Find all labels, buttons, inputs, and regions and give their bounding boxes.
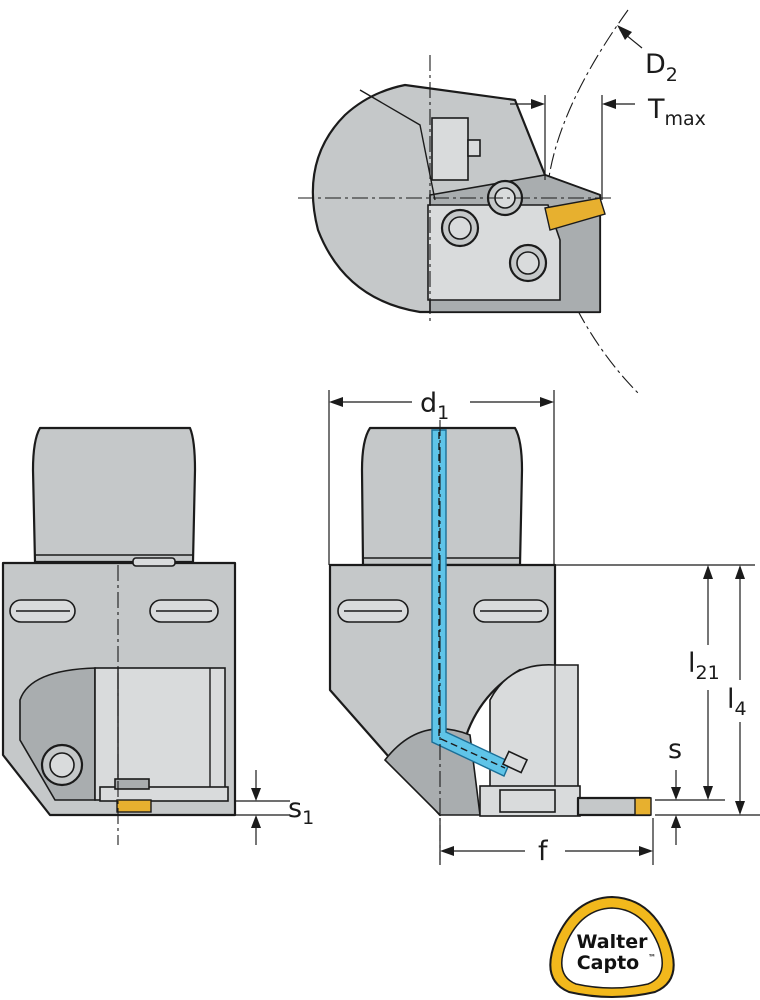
- logo-trademark: ™: [648, 953, 656, 962]
- label-s: s: [668, 734, 682, 765]
- coolant-nozzle: [501, 750, 529, 774]
- screw-left: [440, 208, 480, 248]
- top-view-insert: [544, 197, 606, 231]
- side-view-right: [328, 390, 760, 865]
- side-view-left: [1, 426, 290, 845]
- label-d2: D2: [645, 49, 678, 86]
- label-f: f: [538, 836, 549, 867]
- left-insert: [116, 799, 152, 813]
- logo-capto: Capto: [577, 952, 640, 974]
- left-shank: [31, 426, 197, 564]
- right-insert: [634, 797, 652, 816]
- label-tmax: Tmax: [647, 94, 706, 130]
- right-slot-2: [473, 599, 549, 623]
- left-slot-2: [149, 599, 219, 623]
- label-s1: s1: [288, 793, 314, 829]
- logo-inner-shape: [561, 907, 663, 989]
- left-slot-1: [9, 599, 76, 623]
- walter-capto-logo: Walter Capto ™: [549, 895, 675, 998]
- label-d1: d1: [420, 388, 449, 424]
- logo-walter: Walter: [577, 931, 649, 953]
- top-view: [298, 9, 643, 396]
- screw-bottom: [508, 243, 548, 283]
- label-l4: l4: [727, 684, 747, 720]
- right-slot-1: [337, 599, 409, 623]
- screw-top: [486, 179, 524, 217]
- top-view-wedge: [431, 117, 469, 181]
- label-l21: l21: [688, 648, 720, 684]
- top-view-pin: [467, 139, 481, 157]
